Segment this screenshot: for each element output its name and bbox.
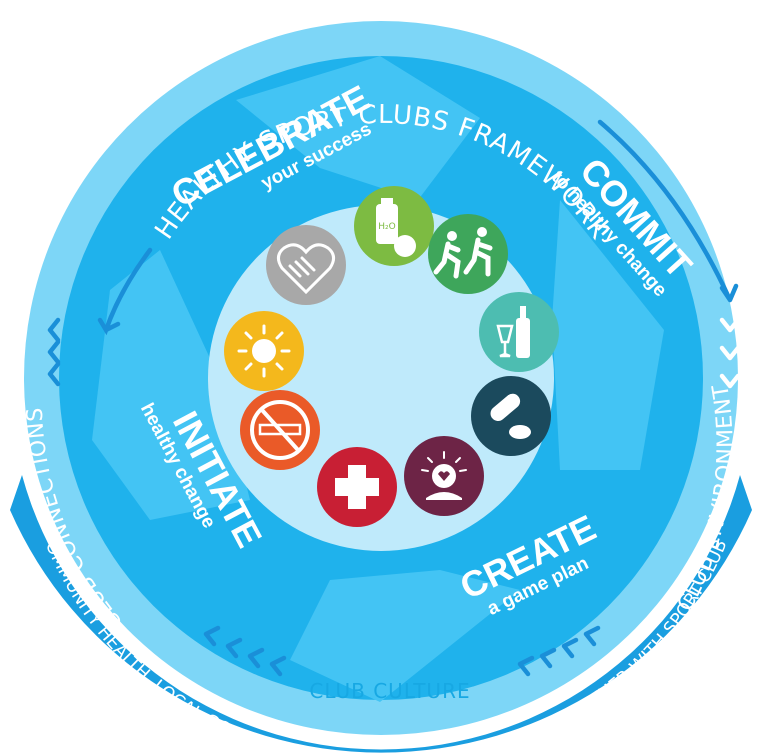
right-chevrons <box>719 317 741 389</box>
bottom-right-chevrons <box>517 625 601 677</box>
bottom-left-chevrons <box>203 625 287 677</box>
physical-activity-icon <box>428 214 508 294</box>
top-right-arrow <box>597 119 739 303</box>
medication-icon <box>471 376 551 456</box>
top-left-arrow <box>97 247 153 336</box>
no-smoking-icon <box>240 390 320 470</box>
club-culture-label: CLUB CULTURE <box>309 679 470 703</box>
sun-protection-icon <box>224 311 304 391</box>
left-chevrons <box>47 317 61 387</box>
first-aid-icon <box>317 447 397 527</box>
inclusion-icon <box>266 225 346 305</box>
process-arrows <box>92 56 664 702</box>
healthy-eating-icon: H₂O <box>354 186 434 266</box>
alcohol-icon <box>479 292 559 372</box>
svg-text:H₂O: H₂O <box>378 222 395 232</box>
mental-health-icon <box>404 436 484 516</box>
